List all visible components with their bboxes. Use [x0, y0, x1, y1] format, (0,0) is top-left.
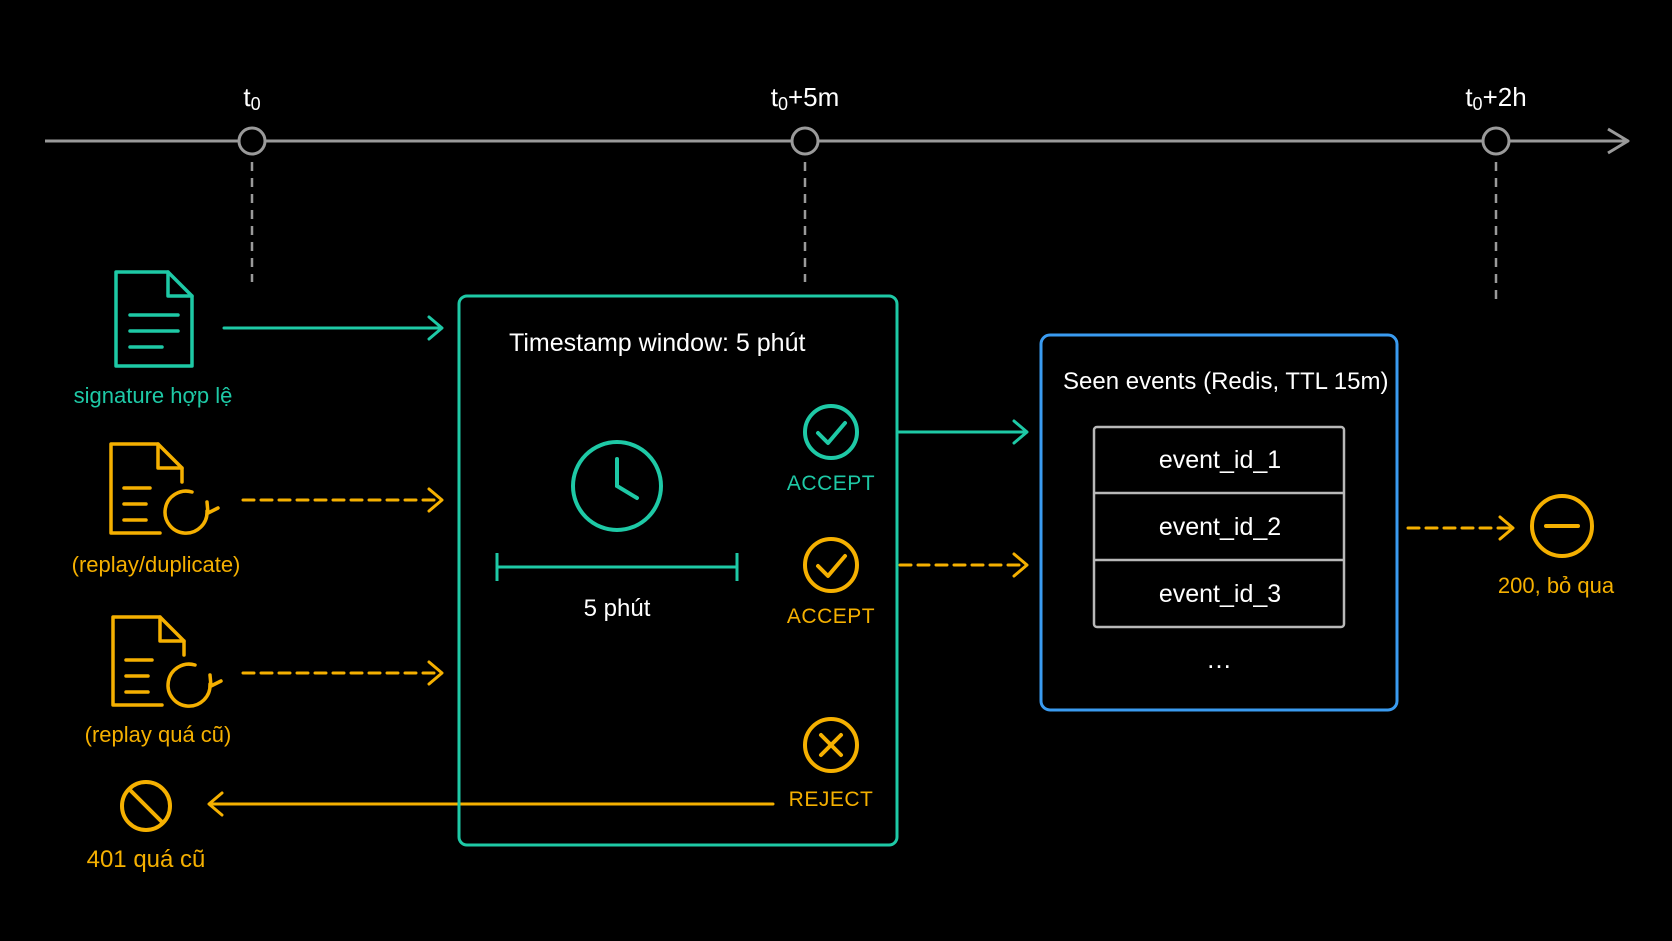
arrow-reject-to-401: [207, 791, 775, 817]
duplicate-replay-label: (replay/duplicate): [71, 552, 241, 577]
timeline: [45, 126, 1630, 300]
seen-event-row: event_id_3: [1158, 579, 1282, 608]
arrow-duplicate-to-seen: [898, 552, 1029, 578]
document-replay-icon-old: [111, 615, 223, 708]
seen-events-title: Seen events (Redis, TTL 15m): [1063, 368, 1389, 395]
timestamp-window-box: [457, 294, 899, 847]
tick-base: t: [243, 82, 251, 112]
rejected-label: 401 quá cũ: [86, 846, 206, 873]
arrow-valid-to-window: [222, 315, 444, 341]
tick-sub: 0: [250, 94, 261, 114]
seen-event-row: event_id_1: [1158, 445, 1282, 474]
verdict-accept-valid: ACCEPT: [786, 472, 876, 495]
tick-label-t0-5m: t0+5m: [771, 84, 840, 113]
verdict-reject: REJECT: [788, 788, 874, 811]
span-ruler: [495, 553, 739, 581]
clock-icon: [571, 440, 663, 532]
timestamp-window-title: Timestamp window: 5 phút: [509, 329, 806, 357]
tick-suffix: +5m: [787, 82, 840, 112]
arrow-old-to-window: [241, 660, 444, 686]
x-circle-icon: [803, 717, 859, 773]
minus-circle-icon: [1530, 494, 1594, 558]
tick-base: t: [1465, 82, 1473, 112]
check-circle-icon-orange: [803, 537, 859, 593]
timeline-marker-t0-2h: [1481, 126, 1511, 156]
tick-label-t0: t0: [243, 84, 260, 113]
check-circle-icon-teal: [803, 404, 859, 460]
document-replay-icon: [109, 442, 220, 535]
arrow-duplicate-to-window: [241, 487, 444, 513]
seen-events-box: [1039, 333, 1399, 712]
seen-event-row: event_id_2: [1158, 512, 1282, 541]
old-replay-label: (replay quá cũ): [84, 722, 232, 747]
prohibited-icon: [120, 780, 172, 832]
tick-sub: 0: [777, 94, 788, 114]
timeline-marker-t0-5m: [790, 126, 820, 156]
timeline-marker-t0: [237, 126, 267, 156]
timeline-arrowhead: [1607, 127, 1630, 155]
tick-suffix: +2h: [1482, 82, 1527, 112]
document-icon: [114, 270, 194, 368]
window-span-label: 5 phút: [583, 595, 651, 622]
valid-signature-label: signature hợp lệ: [73, 383, 233, 408]
tick-base: t: [770, 82, 778, 112]
seen-events-more: …: [1206, 644, 1232, 674]
seen-events-table: [1092, 425, 1346, 629]
tick-label-t0-2h: t0+2h: [1465, 84, 1526, 113]
outcome-label: 200, bỏ qua: [1497, 573, 1615, 598]
verdict-accept-duplicate: ACCEPT: [786, 605, 876, 628]
arrow-accept-to-seen: [896, 419, 1029, 445]
tick-sub: 0: [1472, 94, 1483, 114]
arrow-seen-to-outcome: [1406, 515, 1515, 541]
